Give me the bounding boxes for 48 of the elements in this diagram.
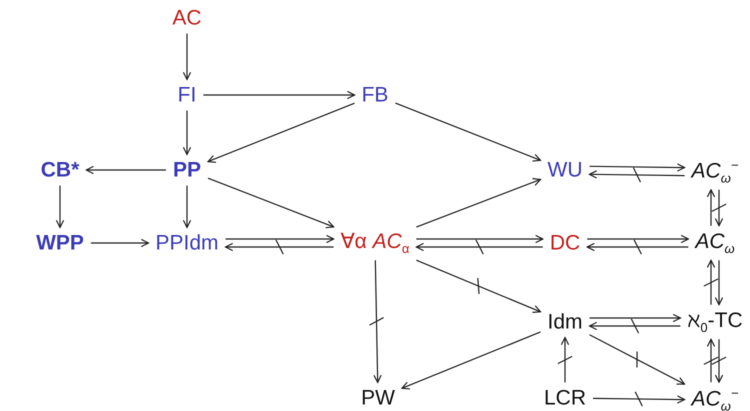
statement-label: PW [359, 386, 397, 410]
arrow [203, 90, 356, 100]
arrow [587, 234, 689, 244]
crossed-arrow [416, 260, 542, 313]
crossed-arrow [224, 240, 334, 254]
crossed-arrow [558, 336, 572, 382]
arrow [590, 314, 681, 322]
crossed-arrow [589, 334, 686, 385]
statement-label: ∀α AC$_{α}$ [338, 230, 412, 256]
arrow [207, 102, 355, 163]
arrow [56, 186, 64, 228]
statement-label: DC [548, 231, 582, 255]
statement-label: WU [546, 158, 584, 182]
arrow [226, 234, 334, 244]
crossed-arrow [712, 190, 726, 226]
arrow [86, 166, 166, 174]
crossed-arrow [704, 260, 718, 305]
crossed-arrow [593, 392, 686, 406]
statement-label: AC$_{ω}$ [693, 230, 737, 256]
statement-label: CB* [38, 158, 82, 182]
statement-label: PP [171, 158, 203, 182]
arrow [590, 163, 686, 172]
crossed-arrow [588, 318, 680, 334]
arrow [714, 260, 724, 306]
statement-label: WPP [34, 231, 86, 255]
statement-label: FB [360, 83, 390, 107]
statement-label: AC [170, 6, 204, 30]
arrow [706, 189, 716, 226]
arrow [395, 102, 542, 162]
statement-label: FI [176, 83, 198, 107]
arrow [416, 234, 544, 244]
statement-label: Idm [546, 310, 584, 334]
crossed-arrow [704, 338, 718, 382]
crossed-arrow [416, 240, 543, 254]
arrow [182, 186, 192, 228]
arrow [416, 178, 542, 228]
crossed-arrow [369, 260, 384, 384]
statement-label: ℵ$_{0}$-TC [685, 308, 745, 336]
arrow [90, 238, 150, 248]
statement-label: LCR [542, 386, 588, 410]
arrow [208, 178, 334, 228]
crossed-arrow [588, 168, 684, 182]
statement-label: PPIdm [153, 231, 221, 255]
crossed-arrow [586, 240, 688, 254]
arrow [182, 34, 192, 80]
arrow [182, 110, 192, 156]
crossed-arrow [712, 339, 726, 383]
arrow [401, 331, 541, 390]
